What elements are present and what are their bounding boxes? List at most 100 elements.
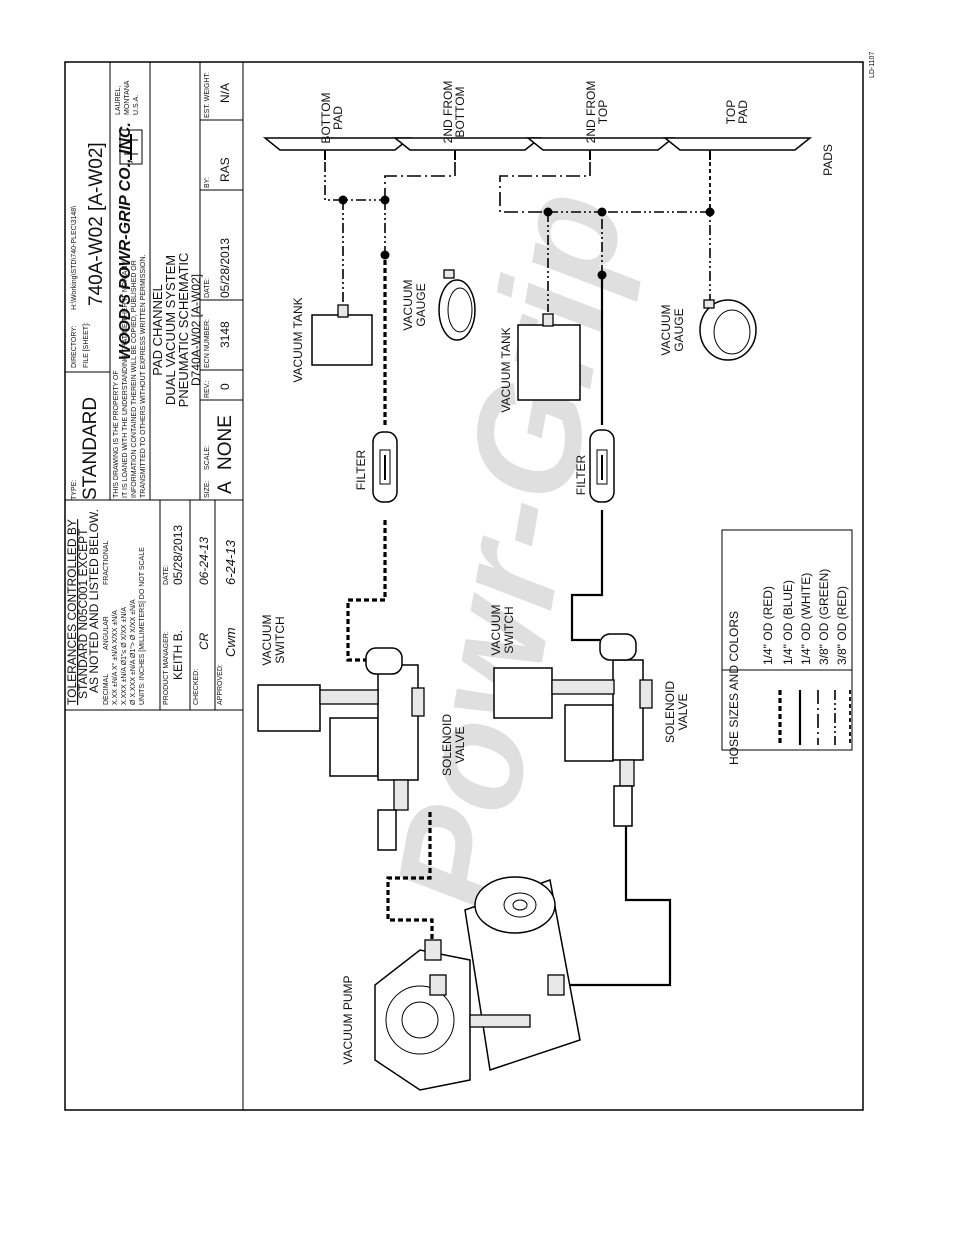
pad-2nd-bottom-label-2: BOTTOM bbox=[453, 86, 467, 137]
hose-system-1-manifold bbox=[324, 162, 386, 312]
vacuum-tank-2 bbox=[517, 313, 581, 401]
file-value: 740A-W02 [A-W02] bbox=[86, 142, 107, 306]
notice-line-4: TRANSMITTED TO OTHERS WITHOUT EXPRESS WR… bbox=[140, 254, 147, 498]
legend-title: HOSE SIZES AND COLORS bbox=[727, 611, 741, 765]
hose-legend bbox=[721, 529, 853, 751]
vacuum-gauge-1-label-2: GAUGE bbox=[414, 283, 428, 326]
type-value: STANDARD bbox=[80, 397, 101, 500]
tolerance-units: UNITS: INCHES [MILLIMETERS] DO NOT SCALE bbox=[139, 547, 146, 705]
tolerance-title: TOLERANCES CONTROLLED BY bbox=[65, 519, 79, 705]
legend-item-3: 1/4" OD (WHITE) bbox=[799, 573, 813, 665]
tolerance-line-3: AS NOTED AND LISTED BELOW. bbox=[87, 509, 101, 693]
filter-1 bbox=[372, 431, 398, 503]
filter-1-label: FILTER bbox=[354, 449, 368, 490]
legend-item-5: 3/8" OD (RED) bbox=[835, 586, 849, 665]
pad-bottom-label-1: BOTTOM bbox=[319, 92, 333, 143]
directory-path: H:\Working\STD\740-PLEC\3148\ bbox=[71, 206, 78, 310]
weight-value: N/A bbox=[218, 83, 232, 103]
vacuum-switch-2-label-2: SWITCH bbox=[502, 606, 516, 653]
legend-item-1: 1/4" OD (RED) bbox=[761, 586, 775, 665]
pad-2nd-from-bottom bbox=[392, 137, 543, 160]
tolerance-line-2: STANDARD N05C001 EXCEPT bbox=[76, 528, 90, 699]
approved-label: APPROVED: bbox=[217, 664, 224, 705]
pad-top-label-1: TOP bbox=[724, 100, 738, 124]
approved-value: Cwm bbox=[223, 627, 238, 657]
manager-value: KEITH B. bbox=[171, 630, 185, 680]
notice-line-3: INFORMATION CONTAINED THEREIN WILL BE CO… bbox=[131, 260, 138, 498]
tolerance-row-2: X.XXX ±N/A Ø1"≤ Ø X/XX ±N/A bbox=[121, 607, 128, 705]
drawing-title-2: DUAL VACUUM SYSTEM bbox=[163, 255, 178, 405]
company-city: LAUREL, bbox=[115, 86, 122, 115]
filter-2-label: FILTER bbox=[574, 454, 588, 495]
by-label: BY: bbox=[204, 177, 211, 188]
date-label: DATE: bbox=[204, 278, 211, 298]
vacuum-switch-1 bbox=[257, 647, 425, 732]
tolerance-row-3: Ø X.XXX ±N/A Ø1"> Ø X/XX ±N/A bbox=[130, 599, 137, 705]
hose-system-2-pump bbox=[556, 818, 672, 987]
solenoid-valve-2-label-2: VALVE bbox=[676, 694, 690, 731]
solenoid-valve-1 bbox=[329, 664, 419, 851]
rev-value: 0 bbox=[218, 383, 232, 390]
vacuum-switch-1-label-1: VACUUM bbox=[260, 614, 274, 665]
pad-top-label-2: PAD bbox=[736, 100, 750, 124]
checked-value: CR bbox=[197, 632, 211, 650]
hose-system-2-pad-2nd-top bbox=[499, 162, 591, 213]
vacuum-switch-1-label-2: SWITCH bbox=[273, 616, 287, 663]
hose-system-1-pump bbox=[386, 812, 434, 955]
vacuum-switch-2 bbox=[493, 633, 653, 719]
hose-system-2-filter-switch bbox=[570, 510, 604, 642]
vacuum-pump bbox=[374, 876, 581, 1091]
company-logo bbox=[119, 129, 143, 165]
company-name: WOOD'S POWR-GRIP CO., INC. bbox=[117, 122, 134, 360]
vacuum-gauge-1-label-1: VACUUM bbox=[401, 279, 415, 330]
drawing-title-1: PAD CHANNEL bbox=[150, 284, 165, 376]
pad-bottom bbox=[262, 137, 413, 160]
checked-date: 06-24-13 bbox=[197, 537, 211, 585]
drawing-title-4: D740A-W02 [A-W02] bbox=[189, 274, 203, 386]
company-state: MONTANA bbox=[124, 80, 131, 115]
manager-label: PRODUCT MANAGER: bbox=[163, 631, 170, 705]
by-value: RAS bbox=[218, 157, 232, 182]
vacuum-gauge-2-label-1: VACUUM bbox=[659, 304, 673, 355]
corner-code: LD-1107 bbox=[869, 52, 876, 78]
legend-item-2: 1/4" OD (BLUE) bbox=[781, 580, 795, 665]
ecn-value: 3148 bbox=[218, 321, 232, 348]
file-label: FILE [SHEET]: bbox=[83, 322, 90, 368]
notice-line-2: IT IS LOANED WITH THE UNDERSTANDING THAT… bbox=[122, 261, 129, 498]
manager-date: 05/28/2013 bbox=[171, 525, 185, 585]
rev-label: REV.: bbox=[204, 380, 211, 398]
junction-dots bbox=[338, 195, 715, 280]
pad-2nd-top-label-1: 2ND FROM bbox=[584, 81, 598, 144]
filter-2 bbox=[589, 429, 615, 503]
directory-label: DIRECTORY: bbox=[71, 325, 78, 368]
vacuum-gauge-2 bbox=[699, 299, 757, 361]
scale-value: NONE bbox=[215, 415, 236, 470]
vacuum-tank-2-label: VACUUM TANK bbox=[499, 327, 513, 412]
title-block bbox=[64, 61, 244, 1111]
drawing-title-3: PNEUMATIC SCHEMATIC bbox=[176, 253, 191, 408]
vacuum-switch-2-label-1: VACUUM bbox=[489, 604, 503, 655]
pads-caption: PADS bbox=[821, 144, 835, 176]
pad-top bbox=[662, 137, 813, 160]
hose-system-1-filter-switch bbox=[346, 520, 387, 662]
weight-label: EST. WEIGHT: bbox=[204, 72, 211, 118]
pad-2nd-top-label-2: TOP bbox=[596, 100, 610, 124]
vacuum-tank-1-label: VACUUM TANK bbox=[291, 297, 305, 382]
pad-2nd-from-top bbox=[525, 137, 676, 160]
company-country: U.S.A. bbox=[133, 95, 140, 115]
tolerance-col-fractional: FRACTIONAL bbox=[103, 541, 110, 585]
notice-line-1: THIS DRAWING IS THE PROPERTY OF bbox=[113, 370, 120, 498]
manager-date-label: DATE: bbox=[163, 565, 170, 585]
scale-label: SCALE: bbox=[204, 445, 211, 470]
ecn-label: ECN NUMBER: bbox=[204, 319, 211, 368]
pads-group bbox=[262, 137, 813, 160]
date-value: 05/28/2013 bbox=[218, 238, 232, 298]
vacuum-tank-1 bbox=[311, 304, 373, 366]
tolerance-col-angular: ANGULAR bbox=[103, 616, 110, 650]
solenoid-valve-2-label-1: SOLENOID bbox=[663, 681, 677, 743]
size-value: A bbox=[215, 481, 236, 494]
vacuum-gauge-1 bbox=[438, 269, 476, 341]
solenoid-valve-2 bbox=[564, 659, 644, 827]
tolerance-row-1: X.XX ±N/A X° ±N/A X/XX ±N/A bbox=[111, 610, 119, 705]
